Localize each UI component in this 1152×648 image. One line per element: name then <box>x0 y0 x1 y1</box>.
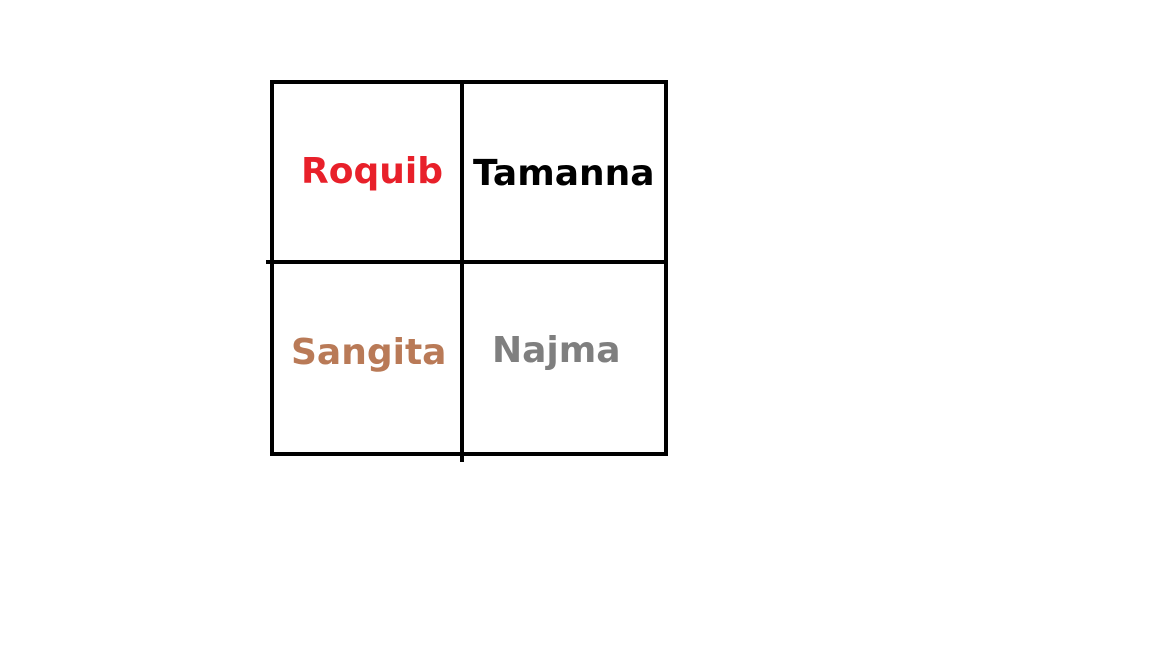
grid-outer-border <box>270 80 668 456</box>
cell-bottom-left-name: Sangita <box>291 332 447 373</box>
cell-top-left-name: Roquib <box>301 151 443 192</box>
grid-horizontal-divider <box>266 260 666 264</box>
grid-vertical-divider <box>459 80 464 462</box>
cell-top-right-name: Tamanna <box>473 153 655 194</box>
cell-bottom-right-name: Najma <box>492 330 621 371</box>
